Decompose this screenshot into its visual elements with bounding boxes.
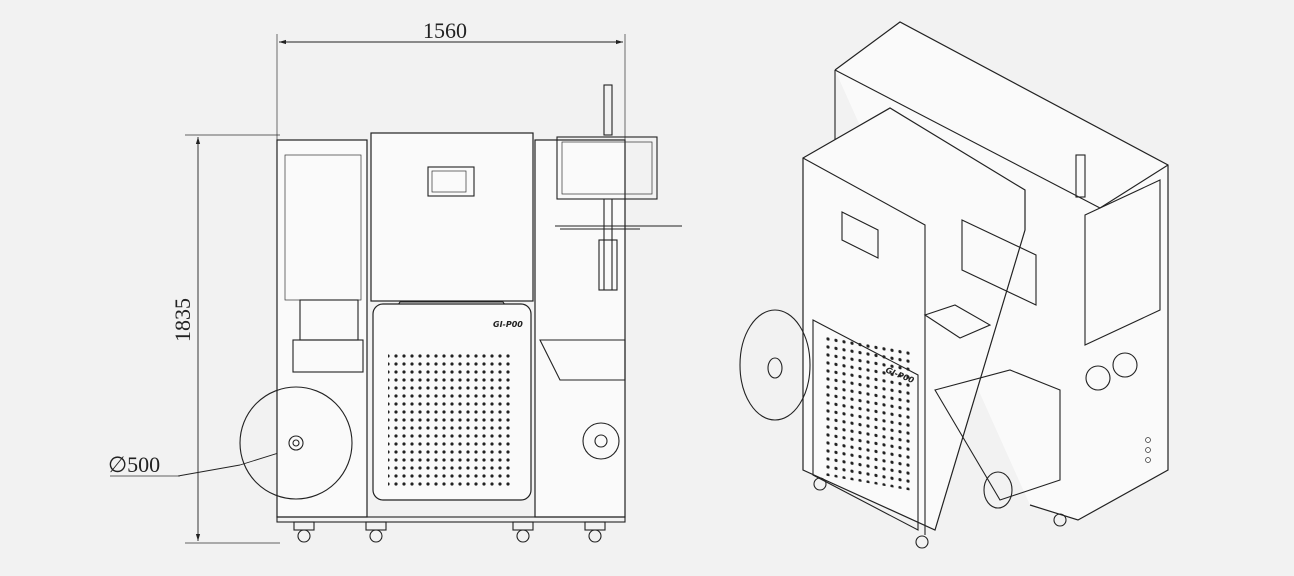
perforation-area <box>388 352 514 486</box>
unwind-roll <box>239 386 353 500</box>
front-badge: GI-P00 <box>493 320 523 329</box>
width-dimension: 1560 <box>276 18 626 140</box>
iso-monitor <box>961 219 1037 306</box>
iso-rewind-roll <box>983 471 1013 509</box>
width-label: 1560 <box>423 18 467 43</box>
tower-light <box>603 84 613 136</box>
fan-2 <box>1112 352 1138 378</box>
base-frame <box>276 516 626 523</box>
iso-perforation <box>825 335 910 491</box>
upper-cabinet <box>370 132 534 302</box>
hmi-panel <box>427 166 475 197</box>
height-label: 1835 <box>170 298 195 342</box>
diameter-dimension: ∅500 <box>108 429 353 477</box>
fan-1 <box>1085 365 1111 391</box>
casters <box>293 521 606 543</box>
side-door <box>1084 179 1161 346</box>
right-frame <box>534 139 626 518</box>
height-dimension: 1835 <box>170 134 280 544</box>
diameter-label: ∅500 <box>108 452 160 477</box>
rewind-roll <box>582 422 620 460</box>
left-cabinet <box>276 139 368 518</box>
monitor <box>556 136 658 200</box>
iso-unwind-roll <box>739 309 811 421</box>
front-view: GI-P00 <box>239 84 682 543</box>
isometric-view: GI-P00 <box>739 21 1169 549</box>
